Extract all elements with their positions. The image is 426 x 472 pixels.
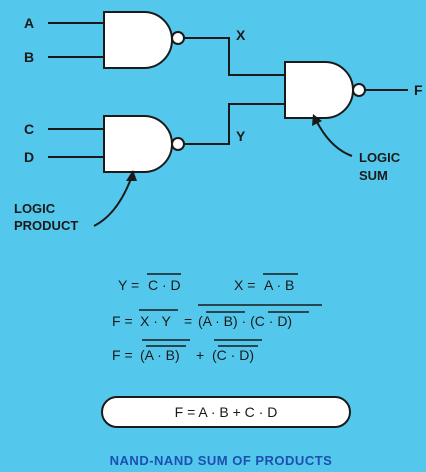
eq-x-lhs: X = (234, 277, 255, 293)
logic-sum-arrowhead (312, 114, 322, 126)
nand-gate-3 (284, 61, 354, 119)
final-equation-box (101, 396, 351, 428)
label-f: F (414, 82, 423, 98)
wire-x (184, 37, 285, 76)
logic-product-arrow (93, 175, 133, 227)
nand-gate-1-bubble (171, 31, 185, 45)
eq-y-rhs: C · D (148, 277, 181, 293)
label-a: A (24, 15, 34, 31)
eq-f2-plus: + (196, 347, 204, 363)
logic-sum-label-2: SUM (359, 168, 388, 183)
logic-sum-label-1: LOGIC (359, 150, 401, 165)
eq-f1-term2: (A · B) · (C · D) (198, 313, 292, 329)
label-b: B (24, 49, 34, 65)
logic-product-label-2: PRODUCT (14, 218, 78, 233)
logic-product-label-1: LOGIC (14, 201, 56, 216)
eq-x-rhs: A · B (264, 277, 294, 293)
eq-f1-eq: = (184, 313, 192, 329)
diagram-title: NAND-NAND SUM OF PRODUCTS (110, 453, 333, 468)
label-x: X (236, 27, 246, 43)
nand-gate-2-bubble (171, 137, 185, 151)
final-equation: F = A · B + C · D (175, 404, 278, 420)
nand-gate-2 (103, 115, 173, 173)
eq-f1-term1: X · Y (140, 313, 172, 329)
nand-gate-1 (103, 11, 173, 69)
logic-product-arrowhead (126, 170, 137, 181)
label-c: C (24, 121, 34, 137)
nand-gate-3-bubble (352, 83, 366, 97)
eq-f2-term2: (C · D) (212, 347, 254, 363)
eq-f2-lhs: F = (112, 347, 133, 363)
logic-sum-arrow (315, 119, 353, 157)
eq-f1-lhs: F = (112, 313, 133, 329)
eq-f2-term1: (A · B) (140, 347, 180, 363)
label-y: Y (236, 128, 246, 144)
wire-y (184, 103, 285, 145)
label-d: D (24, 149, 34, 165)
eq-y-lhs: Y = (118, 277, 139, 293)
